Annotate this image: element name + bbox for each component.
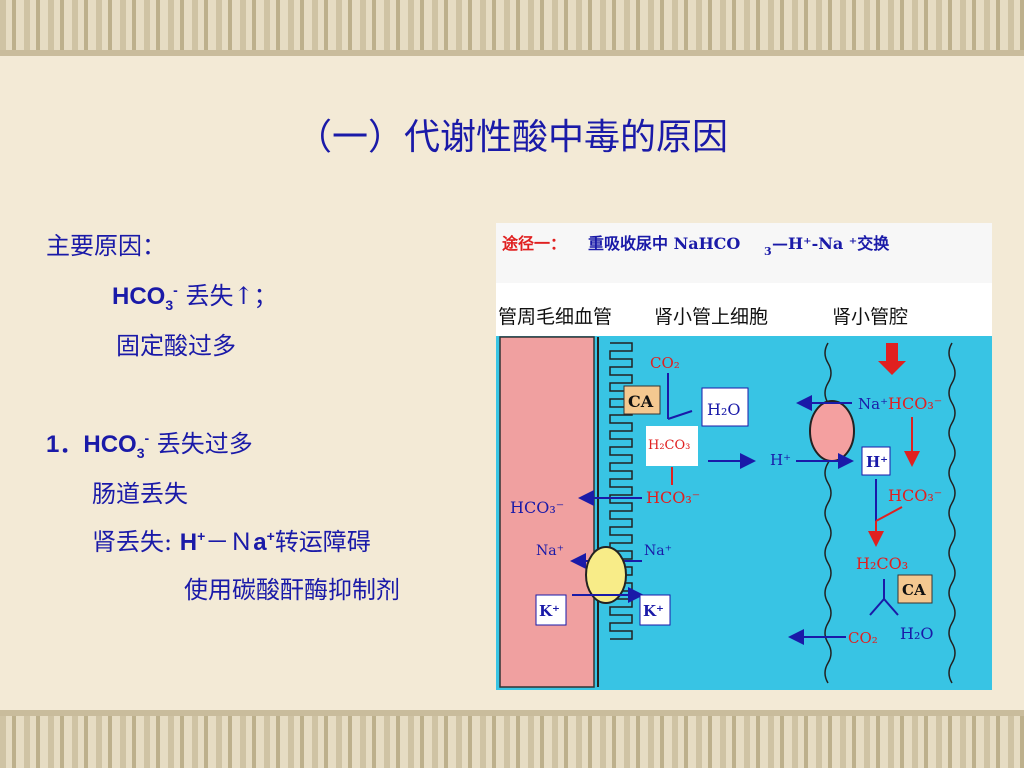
capillary-region xyxy=(499,336,595,688)
heading-main: 重吸收尿中 NaHCO xyxy=(588,234,740,253)
route-label: 途径一： xyxy=(502,234,566,253)
na-plus-lumen-label: Na⁺ xyxy=(858,395,888,413)
hco3-text: HCO xyxy=(112,283,166,310)
ca-lumen-label: CA xyxy=(902,581,926,599)
k-blood-box xyxy=(535,594,567,626)
item-1-rest: 丢失过多 xyxy=(149,430,253,458)
h2co3-lumen-label: H₂CO₃ xyxy=(856,554,908,573)
co2-top-label: CO₂ xyxy=(650,354,680,372)
intestinal-loss-text: 肠道丢失 xyxy=(92,480,188,508)
lumen-far-membrane xyxy=(948,342,956,684)
ca-label: CA xyxy=(628,392,654,411)
renal-diagram: 途径一： 重吸收尿中 NaHCO 3 —H⁺-Na ⁺交换 管周毛细血管 肾小管… xyxy=(496,223,992,690)
hco3-sub: 3 xyxy=(165,296,174,313)
item-1-sub: 3 xyxy=(136,444,145,461)
hco3-blood-label: HCO₃⁻ xyxy=(510,498,564,517)
fixed-acid-text: 固定酸过多 xyxy=(116,332,236,360)
dash-n-text: －Ｎ xyxy=(205,528,254,556)
h2co3-box xyxy=(646,426,698,466)
heading-tail: —H⁺-Na ⁺交换 xyxy=(772,234,890,253)
h-plus-mid-label: H⁺ xyxy=(770,451,791,469)
renal-loss-line: 肾丢失: H+－Ｎa+转运障碍 xyxy=(92,522,371,557)
h2o-join-line xyxy=(667,410,693,420)
k-blood-label: K⁺ xyxy=(539,602,560,620)
item-1-sup: - xyxy=(144,430,150,446)
hco3-sup: - xyxy=(173,282,178,298)
h2co3-box-label: H₂CO₃ xyxy=(648,438,690,453)
loss-text: 丢失↑； xyxy=(177,282,278,310)
split-right xyxy=(883,598,899,616)
column-lumen: 肾小管腔 xyxy=(832,306,908,328)
na-h-exchanger xyxy=(809,400,855,462)
h2o-box xyxy=(701,387,749,427)
renal-diagram-svg: 途径一： 重吸收尿中 NaHCO 3 —H⁺-Na ⁺交换 管周毛细血管 肾小管… xyxy=(496,223,992,690)
carbonic-anhydrase-inhibitor-text: 使用碳酸酐酶抑制剂 xyxy=(184,576,400,604)
heading-sub: 3 xyxy=(764,245,772,258)
h2o-box-label: H₂O xyxy=(707,400,740,419)
item-1-number: 1． xyxy=(46,431,84,458)
h2o-lumen-label: H₂O xyxy=(900,624,933,643)
item-1-heading: 1．HCO3- 丢失过多 xyxy=(46,424,253,461)
split-left xyxy=(869,598,885,616)
a-sup: + xyxy=(266,528,275,544)
downward-red-arrow-icon xyxy=(878,343,906,375)
column-tubular-cell: 肾小管上细胞 xyxy=(654,306,768,328)
hco3-join-line xyxy=(875,506,903,522)
column-capillary: 管周毛细血管 xyxy=(498,306,612,328)
h-sup: + xyxy=(197,528,206,544)
hco3-lumen2-label: HCO₃⁻ xyxy=(888,486,942,505)
co2-lumen-label: CO₂ xyxy=(848,629,878,647)
decorative-bottom-border xyxy=(0,710,1024,768)
h-plus-box xyxy=(861,446,891,476)
hco3-cell-label: HCO₃⁻ xyxy=(646,488,700,507)
diagram-heading-bg xyxy=(496,223,992,283)
na-k-pump xyxy=(585,546,627,604)
decorative-top-border xyxy=(0,0,1024,56)
na-blood-label: Na⁺ xyxy=(536,543,564,559)
ca-lumen-box xyxy=(897,574,933,604)
item-1-hco3: HCO xyxy=(83,431,137,458)
hco3-lumen-label: HCO₃⁻ xyxy=(888,394,942,413)
main-cause-label: 主要原因： xyxy=(46,232,166,260)
transport-disorder-text: 转运障碍 xyxy=(274,528,371,556)
k-cell-box xyxy=(639,594,671,626)
ca-box xyxy=(623,385,661,415)
h-text: H xyxy=(179,529,198,556)
a-text: a xyxy=(253,529,267,556)
na-cell-label: Na⁺ xyxy=(644,543,672,559)
slide-title: （一）代谢性酸中毒的原因 xyxy=(295,117,728,158)
renal-loss-prefix: 肾丢失: xyxy=(92,528,173,556)
k-cell-label: K⁺ xyxy=(643,602,664,620)
line-hco3-loss: HCO3- 丢失↑； xyxy=(112,276,278,313)
h-plus-box-label: H⁺ xyxy=(866,453,888,471)
